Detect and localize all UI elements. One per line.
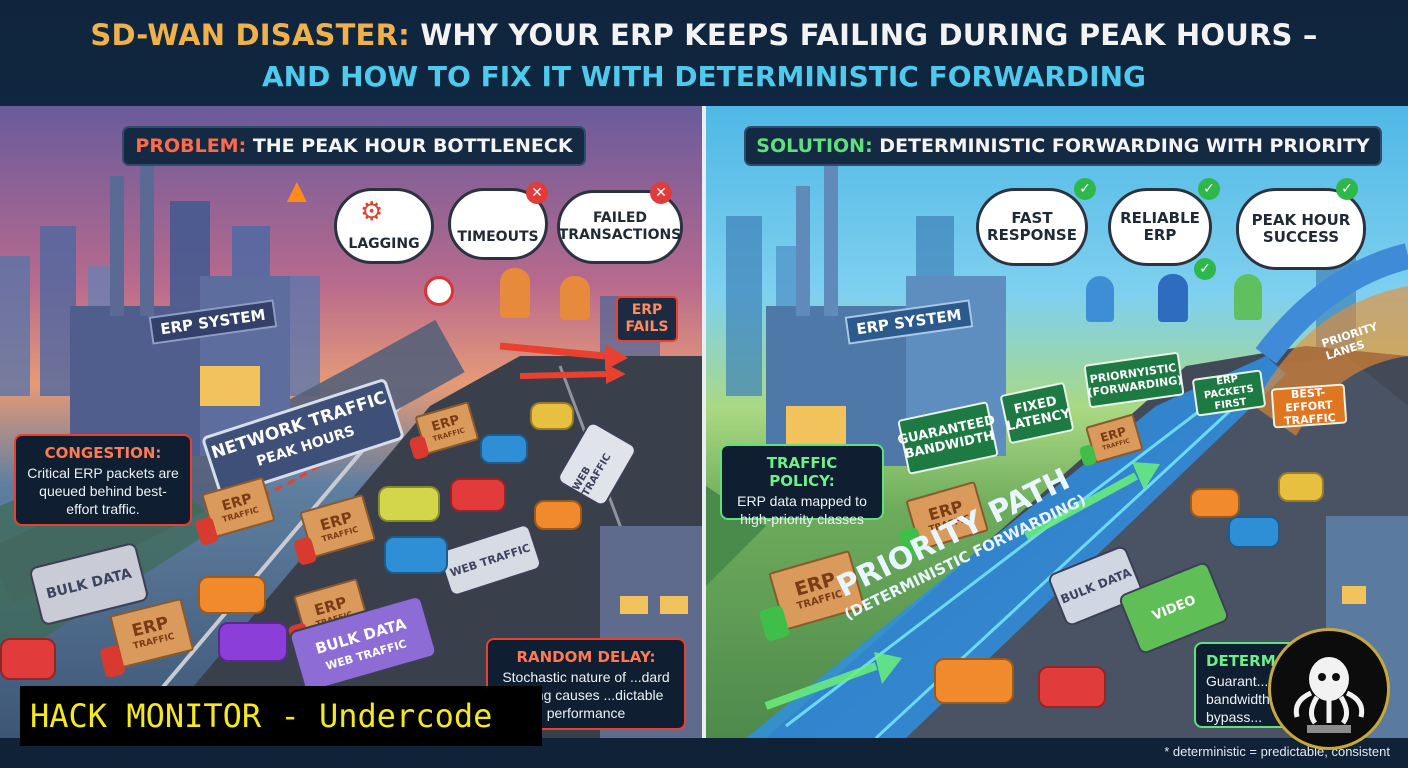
deterministic-title: DETERM... bbox=[1206, 652, 1293, 670]
solution-heading-text: DETERMINISTIC FORWARDING WITH PRIORITY bbox=[879, 135, 1370, 157]
car bbox=[450, 478, 506, 512]
octopus-icon bbox=[1293, 657, 1365, 733]
worker-3 bbox=[1234, 274, 1262, 320]
worker-2 bbox=[1158, 274, 1188, 322]
bubble-peak-label: PEAK HOUR SUCCESS bbox=[1251, 211, 1351, 246]
traffic-policy-callout: TRAFFIC POLICY: ERP data mapped to high-… bbox=[720, 444, 884, 527]
car bbox=[530, 402, 574, 430]
bubble-lagging: LAGGING bbox=[334, 188, 434, 264]
congestion-title: CONGESTION: bbox=[44, 444, 162, 462]
x-circle-icon: ✕ bbox=[526, 182, 548, 204]
random-delay-title: RANDOM DELAY: bbox=[516, 648, 656, 666]
sign-erp-first-label: ERP PACKETS FIRST bbox=[1203, 373, 1255, 413]
worker-1 bbox=[1086, 276, 1114, 322]
worker-2 bbox=[560, 276, 590, 320]
bubble-lagging-label: LAGGING bbox=[348, 235, 420, 252]
traffic-policy-title: TRAFFIC POLICY: bbox=[766, 454, 838, 490]
title-accent: SD-WAN DISASTER: bbox=[90, 18, 410, 52]
problem-tag: PROBLEM: bbox=[135, 135, 247, 157]
bubble-fast-response: FAST RESPONSE bbox=[976, 188, 1088, 266]
fire-icon: ▲ bbox=[280, 172, 314, 210]
car bbox=[378, 486, 440, 522]
problem-heading-text: THE PEAK HOUR BOTTLENECK bbox=[252, 135, 573, 157]
random-delay-callout: RANDOM DELAY: Stochastic nature of ...da… bbox=[486, 638, 686, 730]
car bbox=[480, 434, 528, 464]
city-skyline bbox=[706, 166, 1408, 738]
bus-web-label: WEB TRAFFIC bbox=[448, 540, 532, 580]
gears-icon: ⚙ bbox=[360, 196, 384, 226]
car bbox=[1190, 488, 1240, 518]
check-circle-icon: ✓ bbox=[1336, 178, 1358, 200]
erp-fails-sign: ERP FAILS bbox=[616, 296, 678, 342]
alarm-clock-icon bbox=[424, 276, 454, 306]
check-circle-icon: ✓ bbox=[1198, 178, 1220, 200]
random-delay-text: Stochastic nature of ...dard routing cau… bbox=[502, 669, 670, 721]
car bbox=[1228, 516, 1280, 548]
sign-best-effort-label: BEST-EFFORT TRAFFIC bbox=[1283, 385, 1337, 428]
bubble-failed-label: FAILED TRANSACTIONS bbox=[558, 210, 682, 243]
traffic-policy-text: ERP data mapped to high-priority classes bbox=[737, 493, 867, 527]
solution-panel: SOLUTION: DETERMINISTIC FORWARDING WITH … bbox=[706, 106, 1408, 738]
bubble-reliable-label: RELIABLE ERP bbox=[1120, 209, 1200, 244]
title-rest: WHY YOUR ERP KEEPS FAILING DURING PEAK H… bbox=[420, 18, 1318, 52]
page-title: SD-WAN DISASTER: WHY YOUR ERP KEEPS FAIL… bbox=[0, 18, 1408, 52]
worker-1 bbox=[500, 268, 530, 318]
octopus-logo bbox=[1268, 628, 1390, 750]
check-circle-icon: ✓ bbox=[1074, 178, 1096, 200]
sign-guaranteed-label: GUARANTEED BANDWIDTH bbox=[896, 413, 997, 463]
bubble-reliable-erp: RELIABLE ERP bbox=[1108, 188, 1212, 266]
problem-heading: PROBLEM: THE PEAK HOUR BOTTLENECK bbox=[122, 126, 586, 166]
bubble-fast-label: FAST RESPONSE bbox=[987, 209, 1077, 244]
congestion-text: Critical ERP packets are queued behind b… bbox=[27, 465, 179, 517]
solution-heading: SOLUTION: DETERMINISTIC FORWARDING WITH … bbox=[744, 126, 1382, 166]
header-banner: SD-WAN DISASTER: WHY YOUR ERP KEEPS FAIL… bbox=[0, 0, 1408, 106]
car bbox=[384, 536, 448, 574]
car bbox=[1038, 666, 1106, 708]
x-circle-icon: ✕ bbox=[650, 182, 672, 204]
sign-best-effort: BEST-EFFORT TRAFFIC bbox=[1270, 383, 1348, 429]
bubble-peak-hour-success: PEAK HOUR SUCCESS bbox=[1236, 188, 1366, 270]
bubble-timeouts-label: TIMEOUTS bbox=[457, 228, 539, 245]
bulk-data-label: BULK DATA bbox=[44, 565, 134, 603]
deterministic-text: Guarant... bandwidth... bypass... bbox=[1206, 673, 1282, 725]
panel-divider bbox=[702, 106, 706, 738]
page-subtitle: AND HOW TO FIX IT WITH DETERMINISTIC FOR… bbox=[261, 60, 1147, 93]
erp-fails-label: ERP FAILS bbox=[625, 302, 669, 335]
watermark-banner: HACK MONITOR - Undercode bbox=[20, 686, 542, 746]
bus-web-label: WEB TRAFFIC bbox=[570, 451, 614, 499]
congestion-callout: CONGESTION: Critical ERP packets are que… bbox=[14, 434, 192, 526]
car bbox=[1278, 472, 1324, 502]
car bbox=[0, 638, 56, 680]
car bbox=[218, 622, 288, 662]
problem-panel: PROBLEM: THE PEAK HOUR BOTTLENECK ▲ LAGG… bbox=[0, 106, 702, 738]
check-circle-icon: ✓ bbox=[1194, 258, 1216, 280]
sign-priornyistic-label: PRIORNYISTIC (FORWARDING) bbox=[1086, 361, 1184, 400]
sign-fixed-label: FIXED LATENCY bbox=[1005, 393, 1072, 435]
car bbox=[534, 500, 582, 530]
solution-tag: SOLUTION: bbox=[756, 135, 873, 157]
car bbox=[934, 658, 1014, 704]
video-label: VIDEO bbox=[1150, 592, 1198, 624]
car bbox=[198, 576, 266, 614]
